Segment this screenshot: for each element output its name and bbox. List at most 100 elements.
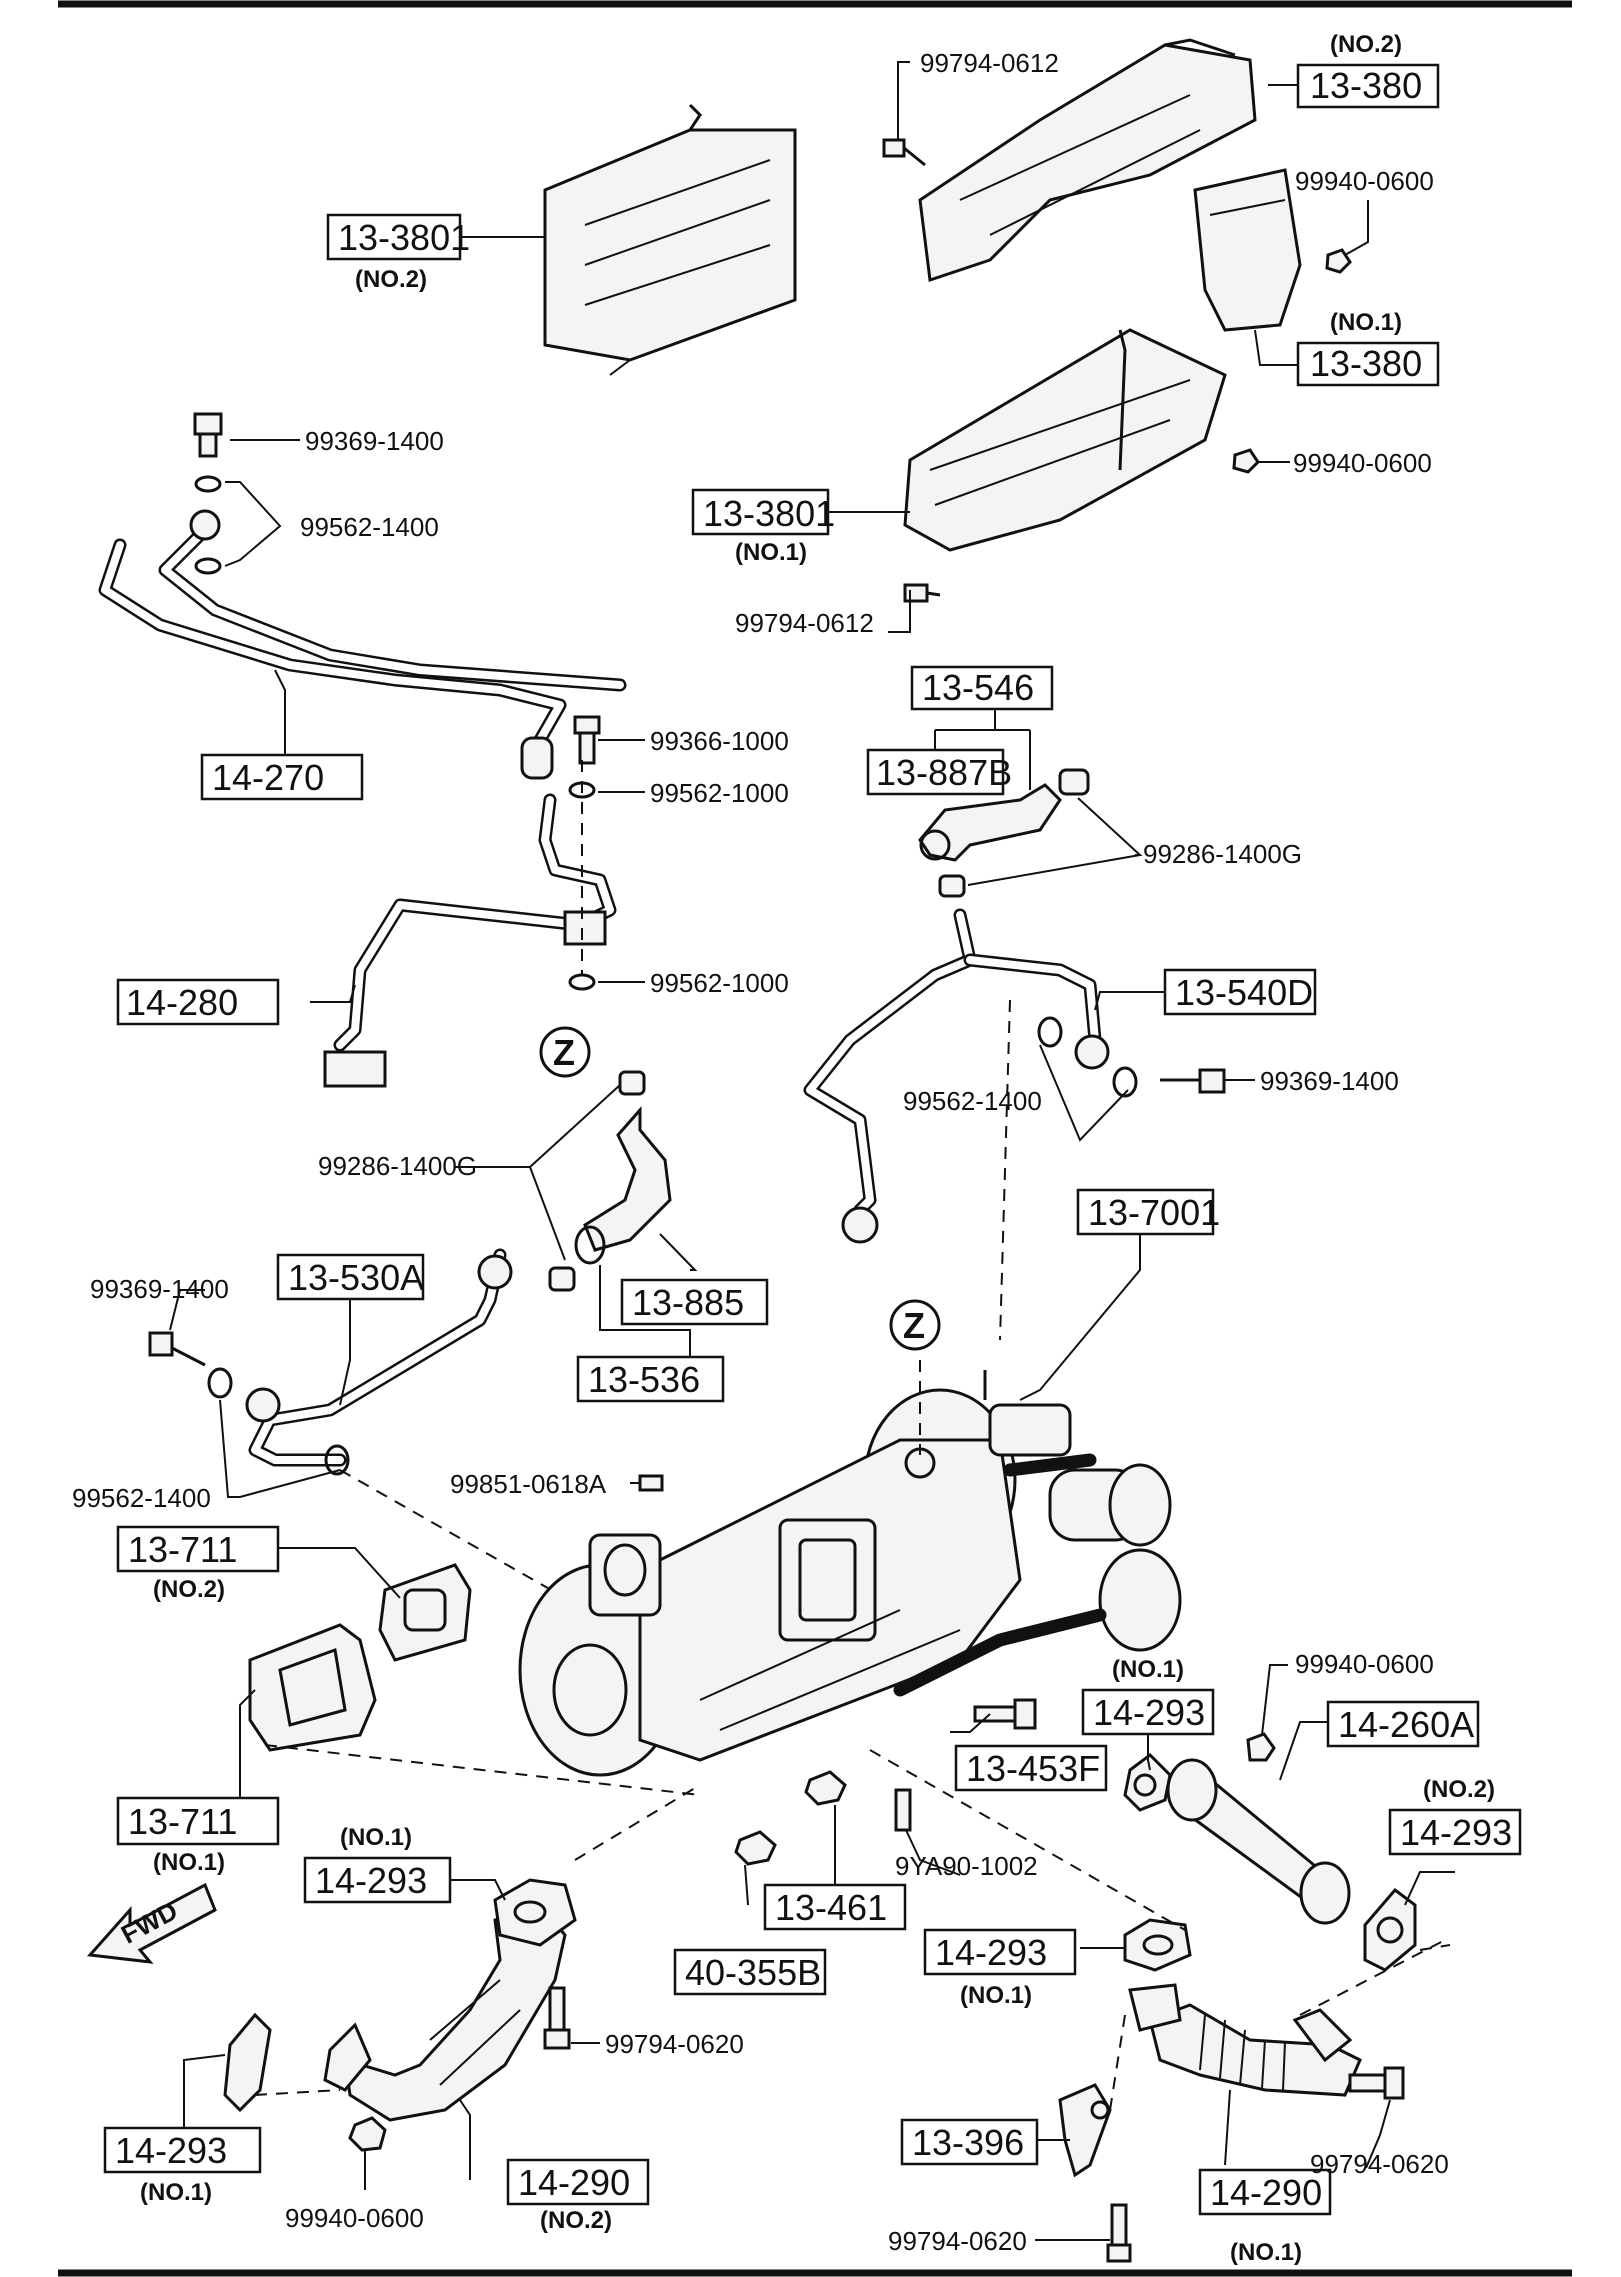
- label-99562-1000-a: 99562-1000: [650, 778, 789, 808]
- water-pipe-13-540d: [803, 908, 1110, 1244]
- hose-clamp-99286-1400g-left: [548, 1070, 646, 1292]
- label-14-280: 14-280: [126, 982, 238, 1023]
- label-14-260a: 14-260A: [1338, 1704, 1474, 1745]
- hose-clamp-99286-1400g-right: [938, 768, 1090, 898]
- label-99794-0620-mid: 99794-0620: [605, 2029, 744, 2059]
- leader-lines: [169, 61, 1455, 2241]
- washer-99562-1400-top: [194, 475, 222, 575]
- label-z-lower: Z: [903, 1305, 925, 1346]
- label-14-293-no1-right: 14-293: [1093, 1692, 1205, 1733]
- dashed-guide-egr-b: [1299, 1939, 1446, 2016]
- label-z-upper: Z: [553, 1032, 575, 1073]
- label-13-711-no1: 13-711: [128, 1801, 237, 1842]
- dashed-guide-gasket: [264, 1744, 701, 1796]
- label-14-290-no2-sub: (NO.2): [540, 2207, 612, 2234]
- label-14-293-no2-sub: (NO.2): [1423, 1776, 1495, 1803]
- label-9ya90-1002: 9YA90-1002: [895, 1851, 1038, 1881]
- label-99369-1400-top: 99369-1400: [305, 426, 444, 456]
- label-99794-0620-bottom: 99794-0620: [888, 2226, 1027, 2256]
- washer-99562-1400-left: [207, 1367, 350, 1476]
- turbocharger-13-7001: [518, 1360, 1182, 1777]
- label-14-293-no1-right-sub: (NO.1): [1112, 1656, 1184, 1683]
- label-40-355b: 40-355B: [685, 1952, 821, 1993]
- label-99369-1400-left: 99369-1400: [90, 1274, 229, 1304]
- bolt-99369-1400-left: [148, 1331, 206, 1367]
- label-boxes: [103, 63, 1522, 2216]
- dashed-guide-egr: [1419, 1944, 1451, 1951]
- bolt-99369-1400-top: [193, 412, 223, 458]
- label-14-293-no1-mid-sub: (NO.1): [960, 1982, 1032, 2009]
- heat-shield-13-3801-no2: [543, 103, 797, 376]
- dashed-guide-egr-pipe: [869, 1749, 1186, 1931]
- label-14-290-no2: 14-290: [518, 2162, 630, 2203]
- label-13-380-no2: 13-380: [1310, 65, 1422, 106]
- label-13-711-no2-sub: (NO.2): [153, 1576, 225, 1603]
- fwd-arrow-icon: [86, 1882, 217, 1964]
- label-14-293-no2: 14-293: [1400, 1812, 1512, 1853]
- label-13-461: 13-461: [775, 1887, 887, 1928]
- label-99940-0600-top: 99940-0600: [1295, 166, 1434, 196]
- oil-pipe-14-280: [323, 793, 617, 1088]
- stud-99851-0618a: [638, 1474, 664, 1492]
- gasket-14-293-no2: [1363, 1887, 1417, 1972]
- dashed-guide-water-pipe: [999, 999, 1011, 1341]
- label-13-887b: 13-887B: [876, 752, 1012, 793]
- label-99562-1400-right: 99562-1400: [903, 1086, 1042, 1116]
- label-13-711-no1-sub: (NO.1): [153, 1849, 225, 1876]
- nut-99940-0600-right: [1246, 1732, 1276, 1762]
- bolt-99794-0620-right: [1348, 2066, 1405, 2100]
- bolt-9ya90-1002: [894, 1788, 912, 1832]
- pipe-14-260a: [1166, 1758, 1351, 1925]
- label-13-3801-no2: 13-3801: [338, 217, 470, 258]
- nut-13-461: [804, 1770, 847, 1806]
- label-13-530a: 13-530A: [288, 1257, 424, 1298]
- heat-shield-13-380-no1: [1193, 168, 1302, 332]
- label-99286-1400g-left: 99286-1400G: [318, 1151, 477, 1181]
- heat-shield-13-3801-no1: [903, 328, 1227, 552]
- z-marker-upper: [539, 1026, 591, 1078]
- label-99794-0612-mid: 99794-0612: [735, 608, 874, 638]
- heat-shield-13-380-no2: [918, 38, 1257, 283]
- label-99562-1000-b: 99562-1000: [650, 968, 789, 998]
- label-13-711-no2: 13-711: [128, 1529, 237, 1570]
- water-hose-13-885: [574, 1106, 672, 1265]
- label-99369-1400-right: 99369-1400: [1260, 1066, 1399, 1096]
- label-13-3801-no1-sub: (NO.1): [735, 539, 807, 566]
- label-99794-0612-top: 99794-0612: [920, 48, 1059, 78]
- label-13-536: 13-536: [588, 1359, 700, 1400]
- dashed-guide-bracket: [1109, 2014, 1126, 2111]
- water-hose-13-887b: [918, 783, 1062, 862]
- bracket-13-396: [1058, 2083, 1112, 2178]
- bolt-99366-1000: [573, 715, 601, 765]
- gasket-13-711-no2: [378, 1563, 472, 1662]
- label-13-885: 13-885: [632, 1282, 744, 1323]
- label-14-290-no1: 14-290: [1210, 2172, 1322, 2213]
- label-13-396: 13-396: [912, 2122, 1024, 2163]
- label-13-540d: 13-540D: [1175, 972, 1313, 1013]
- label-14-290-no1-sub: (NO.1): [1230, 2239, 1302, 2266]
- label-14-293-no1-mid: 14-293: [935, 1932, 1047, 1973]
- label-99366-1000: 99366-1000: [650, 726, 789, 756]
- label-13-7001: 13-7001: [1088, 1192, 1220, 1233]
- label-99940-0600-bottom: 99940-0600: [285, 2203, 424, 2233]
- label-14-293-no1-bottom: 14-293: [115, 2130, 227, 2171]
- z-marker-lower: [889, 1299, 941, 1351]
- label-99562-1400-left: 99562-1400: [72, 1483, 211, 1513]
- bolt-99794-0620-bottom: [1106, 2203, 1132, 2263]
- pipe-14-290-no1: [1128, 1983, 1362, 2097]
- label-99940-0600-mid: 99940-0600: [1293, 448, 1432, 478]
- gasket-14-293-no1-left-bottom: [223, 2012, 272, 2113]
- label-13-3801-no2-sub: (NO.2): [355, 266, 427, 293]
- label-13-546: 13-546: [922, 667, 1034, 708]
- dashed-guide-front-pipe: [574, 1784, 701, 1861]
- label-14-293-no1-bottom-sub: (NO.1): [140, 2179, 212, 2206]
- gasket-13-711-no1: [248, 1623, 377, 1752]
- label-14-270: 14-270: [212, 757, 324, 798]
- label-99286-1400g-right: 99286-1400G: [1143, 839, 1302, 869]
- label-13-380-no2-sub: (NO.2): [1330, 31, 1402, 58]
- front-pipe-14-290-no2: [323, 1903, 567, 2122]
- dashed-guide-front-pipe-b: [254, 2089, 341, 2096]
- gasket-14-293-no1-left-top: [493, 1878, 577, 1947]
- nut-99940-0600-top: [1325, 248, 1352, 274]
- nut-40-355b: [734, 1830, 777, 1866]
